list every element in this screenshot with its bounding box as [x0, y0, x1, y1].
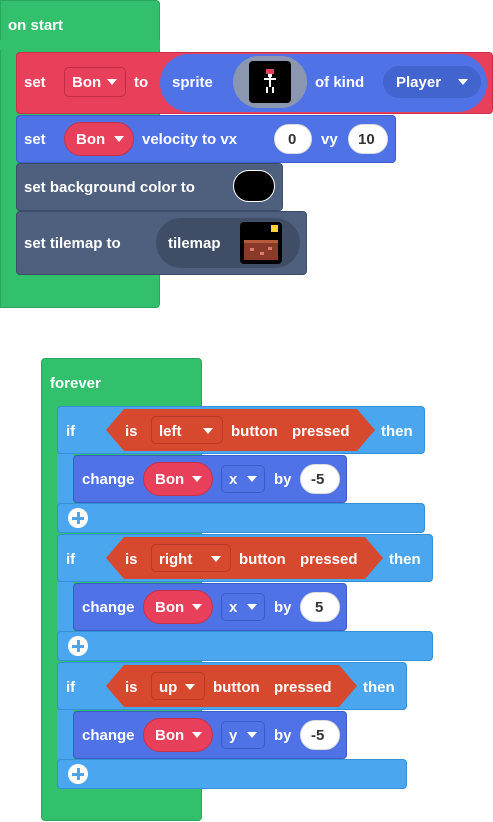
plus-circle-icon[interactable] — [68, 636, 88, 656]
vy-label: vy — [321, 131, 338, 148]
set-background-label: set background color to — [24, 179, 195, 196]
variable-dropdown[interactable] — [64, 122, 134, 156]
pressed-label: pressed — [292, 423, 350, 440]
if-block-body — [57, 454, 73, 504]
tilemap-preview-icon — [244, 225, 278, 260]
color-swatch[interactable] — [233, 170, 275, 202]
change-label: change — [82, 471, 135, 488]
caret-down-icon — [192, 604, 202, 610]
axis-value: x — [229, 599, 238, 616]
axis-value: y — [229, 727, 238, 744]
plus-circle-icon[interactable] — [68, 764, 88, 784]
if-block-footer[interactable] — [57, 631, 433, 661]
amount-input[interactable] — [300, 592, 340, 622]
button-name: up — [159, 679, 178, 696]
if-block-footer[interactable] — [57, 503, 425, 533]
caret-down-icon — [247, 732, 257, 738]
if-label: if — [66, 679, 76, 696]
button-label: button — [231, 423, 278, 440]
variable-name: Bon — [155, 599, 185, 616]
sprite-thumbnail — [249, 61, 291, 103]
caret-down-icon — [107, 79, 117, 85]
axis-dropdown[interactable] — [221, 465, 265, 493]
pressed-label: pressed — [300, 551, 358, 568]
by-label: by — [274, 599, 292, 616]
then-label: then — [381, 423, 413, 440]
set-label: set — [24, 74, 46, 91]
tilemap-thumbnail[interactable] — [240, 222, 282, 264]
caret-down-icon — [247, 476, 257, 482]
variable-name: Bon — [76, 131, 106, 148]
caret-down-icon — [185, 684, 195, 690]
axis-dropdown[interactable] — [221, 593, 265, 621]
variable-name: Bon — [72, 74, 102, 91]
forever-label: forever — [50, 375, 101, 392]
plus-circle-icon[interactable] — [68, 508, 88, 528]
button-name: right — [159, 551, 193, 568]
velocity-label: velocity to vx — [142, 131, 238, 148]
axis-value: x — [229, 471, 238, 488]
caret-down-icon — [192, 732, 202, 738]
button-label: button — [239, 551, 286, 568]
variable-name: Bon — [155, 727, 185, 744]
if-block-body — [57, 582, 73, 632]
button-label: button — [213, 679, 260, 696]
set-label: set — [24, 131, 46, 148]
caret-down-icon — [247, 604, 257, 610]
by-label: by — [274, 471, 292, 488]
change-label: change — [82, 599, 135, 616]
caret-down-icon — [203, 428, 213, 434]
then-label: then — [389, 551, 421, 568]
by-label: by — [274, 727, 292, 744]
then-label: then — [363, 679, 395, 696]
caret-down-icon — [114, 136, 124, 142]
vy-value: 10 — [358, 131, 375, 148]
caret-down-icon — [211, 556, 221, 562]
amount-input[interactable] — [300, 720, 340, 750]
change-label: change — [82, 727, 135, 744]
caret-down-icon — [192, 476, 202, 482]
vy-input[interactable] — [348, 124, 388, 154]
if-block-footer[interactable] — [57, 759, 407, 789]
if-label: if — [66, 551, 76, 568]
amount-value: -5 — [311, 727, 325, 744]
to-label: to — [134, 74, 149, 91]
button-dropdown[interactable] — [151, 672, 205, 700]
if-label: if — [66, 423, 76, 440]
is-label: is — [125, 551, 138, 568]
vx-value: 0 — [288, 131, 297, 148]
axis-dropdown[interactable] — [221, 721, 265, 749]
amount-input[interactable] — [300, 464, 340, 494]
amount-value: -5 — [311, 471, 325, 488]
tilemap-label: tilemap — [168, 235, 221, 252]
caret-down-icon — [458, 79, 468, 85]
on-start-label: on start — [8, 17, 64, 34]
of-kind-label: of kind — [315, 74, 365, 91]
sprite-label: sprite — [172, 74, 213, 91]
kind-value: Player — [396, 74, 442, 91]
is-label: is — [125, 679, 138, 696]
pressed-label: pressed — [274, 679, 332, 696]
variable-name: Bon — [155, 471, 185, 488]
player-sprite-icon — [264, 69, 276, 93]
if-block-body — [57, 710, 73, 760]
is-label: is — [125, 423, 138, 440]
vx-input[interactable] — [274, 124, 312, 154]
button-name: left — [159, 423, 182, 440]
on-start-hat-body — [0, 40, 160, 50]
amount-value: 5 — [315, 599, 324, 616]
set-tilemap-label: set tilemap to — [24, 235, 121, 252]
